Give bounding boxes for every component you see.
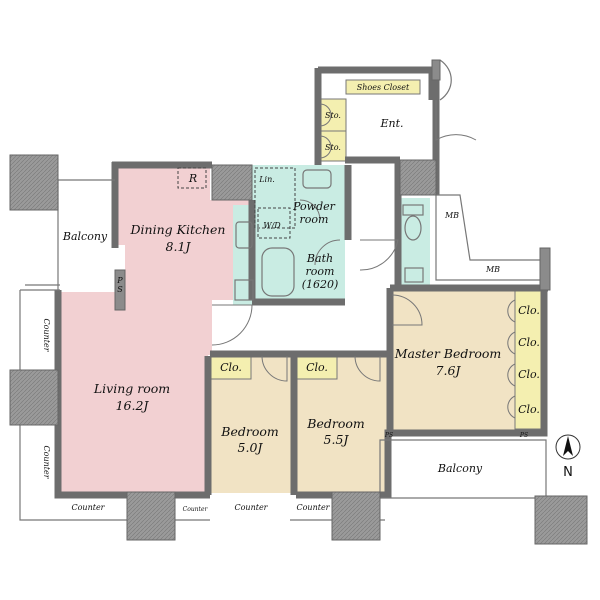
living-room-size: 16.2J — [116, 398, 150, 413]
shoes-closet-label: Shoes Closet — [357, 83, 410, 92]
master-bedroom-size: 7.6J — [436, 363, 462, 378]
door-bedroom-1 — [261, 355, 288, 382]
entrance-label: Ent. — [379, 117, 403, 130]
column-nw — [9, 154, 59, 211]
counter-bottom-small-label: Counter — [183, 506, 209, 513]
column-top — [431, 59, 441, 81]
closet-doors-master — [507, 299, 516, 419]
balcony-west-label: Balcony — [62, 230, 108, 243]
door-entrance — [435, 100, 477, 141]
door-powder — [299, 199, 321, 221]
compass-north-label: N — [563, 465, 573, 480]
door-hall — [359, 239, 399, 271]
toilet-sink — [404, 267, 424, 283]
closet-bedroom-2-label: Clo. — [306, 361, 328, 374]
column-east — [539, 247, 551, 291]
counter-bottom-left-label: Counter — [71, 503, 105, 512]
bedroom-2-size: 5.5J — [324, 432, 350, 447]
sto-label-1: Sto. — [325, 111, 341, 120]
kitchen-stove — [234, 279, 254, 301]
living-room-label: Living room — [93, 381, 170, 396]
master-closet-label: Clo. — [518, 336, 540, 349]
ps-label-top: P — [116, 276, 123, 285]
bath-label-2: room — [306, 265, 335, 278]
toilet-tank — [402, 204, 424, 216]
washer-dryer-label: W/D — [263, 221, 281, 230]
linen-closet — [254, 167, 296, 229]
ps-label-bottom: S — [117, 285, 123, 294]
refrigerator-space — [177, 167, 207, 189]
bedroom-1-label: Bedroom — [220, 424, 278, 439]
master-closet-label: Clo. — [518, 368, 540, 381]
compass-arrow-icon — [563, 436, 573, 456]
pipe-line — [439, 59, 452, 101]
counter-left-bottom-label: Counter — [42, 445, 51, 479]
toilet-bowl — [404, 215, 422, 241]
column-s1 — [126, 491, 176, 541]
counter-bedroom-2-label: Counter — [296, 503, 330, 512]
kitchen-sink — [235, 221, 253, 249]
mb-label-lower: MB — [485, 265, 500, 274]
column-ps — [114, 269, 126, 311]
door-bath — [314, 239, 341, 266]
master-closet-label: Clo. — [518, 304, 540, 317]
compass: N — [555, 434, 581, 480]
dining-kitchen-size: 8.1J — [166, 239, 192, 254]
closet-doors-sto — [319, 103, 332, 159]
bedroom-1-size: 5.0J — [238, 440, 264, 455]
shoes-closet — [345, 79, 421, 95]
door-master — [391, 294, 423, 326]
ps-left-label: PS — [384, 432, 393, 439]
counter-bedroom-1-label: Counter — [234, 503, 268, 512]
counter-left-top-label: Counter — [42, 318, 51, 352]
dining-kitchen-label: Dining Kitchen — [130, 222, 226, 237]
wet-area — [252, 165, 345, 300]
bathtub — [261, 247, 295, 297]
master-closet-label: Clo. — [518, 403, 540, 416]
washer-dryer-space — [257, 207, 291, 239]
door-living — [211, 304, 253, 346]
bedroom-2-label: Bedroom — [306, 416, 364, 431]
powder-room-label-2: room — [300, 213, 329, 226]
vanity-sink — [302, 169, 332, 189]
bath-label: Bath — [306, 252, 333, 265]
bath-size-label: (1620) — [302, 278, 339, 291]
column-core — [211, 164, 253, 201]
column-s2 — [331, 491, 381, 541]
powder-room-label: Powder — [292, 200, 336, 213]
refrigerator-label: R — [188, 172, 197, 185]
interior-wall-core — [248, 156, 402, 306]
master-bedroom-label: Master Bedroom — [394, 346, 502, 361]
living-dining-area — [60, 165, 252, 492]
sto-label-2: Sto. — [325, 143, 341, 152]
storage-2 — [319, 130, 347, 162]
closet-bedroom-1-label: Clo. — [220, 361, 242, 374]
column-se — [534, 495, 588, 545]
balcony-south-label: Balcony — [437, 462, 483, 475]
ps-right-label: PS — [519, 432, 528, 439]
column-w — [9, 369, 59, 426]
door-bedroom-2 — [354, 355, 381, 382]
column-entry — [399, 159, 437, 196]
mb-label-upper: MB — [444, 211, 459, 220]
interior-wall-bedrooms — [204, 284, 548, 495]
linen-label: Lin. — [258, 175, 275, 184]
